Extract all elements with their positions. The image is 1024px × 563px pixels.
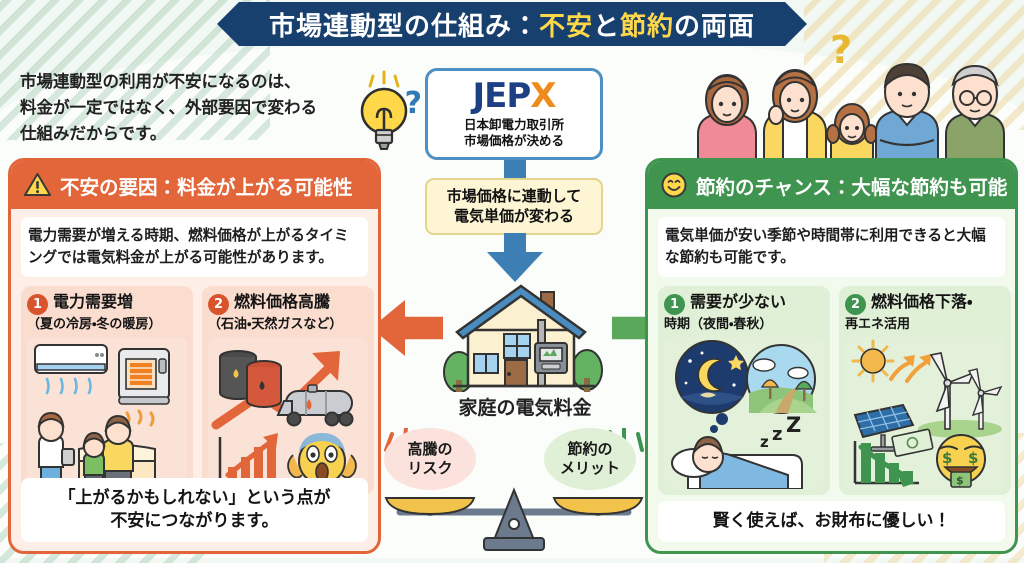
- title-highlight-anxiety: 不安: [538, 11, 593, 42]
- intro-line-1: 市場連動型の利用が不安になるのは、: [20, 72, 301, 91]
- jepx-logo-jep: JEP: [472, 76, 531, 117]
- risk-panel-footer: 「上がるかもしれない」という点が 不安につながります。: [21, 478, 368, 542]
- saving-card-renewable-badge: 2: [845, 293, 866, 315]
- saving-card-renewable-heading: 燃料価格下落・: [871, 291, 973, 311]
- lightbulb-group: ?: [346, 66, 422, 160]
- saving-card-renewable-title: 2 燃料価格下落・: [845, 291, 1005, 315]
- risk-panel-header-label: 不安の要因：料金が上がる可能性: [60, 175, 353, 199]
- intro-line-3: 仕組みだからです。: [20, 124, 167, 144]
- risk-card-fuel-sub: （石油・天然ガスなど）: [208, 316, 343, 332]
- scale-left-label: 高騰の リスク: [384, 428, 476, 490]
- jepx-subtitle-line-1: 日本卸電力取引所: [463, 117, 564, 133]
- connector-stem-top: [504, 160, 526, 180]
- saving-card-renewable-sub: 再エネ活用: [845, 316, 911, 332]
- risk-card-demand-art: [27, 337, 187, 490]
- risk-card-fuel-heading: 燃料価格高騰: [234, 291, 331, 311]
- house-icon: [443, 280, 603, 393]
- risk-card-fuel-badge: 2: [208, 293, 229, 315]
- jepx-box: JEPX 日本卸電力取引所 市場価格が決める: [425, 68, 603, 160]
- risk-footer-line-2: 不安につながります。: [110, 511, 279, 532]
- saving-card-low-demand-title: 1 需要が少ない: [664, 291, 824, 315]
- intro-paragraph: 市場連動型の利用が不安になるのは、 料金が一定ではなく、外部要因で変わる 仕組み…: [20, 69, 350, 147]
- scale-right-label: 節約の メリット: [544, 428, 636, 490]
- saving-card-low-demand: 1 需要が少ない 時期（夜間・春秋）: [658, 285, 830, 496]
- jepx-logo: JEPX: [472, 76, 556, 117]
- scale-left-line-2: リスク: [407, 459, 453, 477]
- jepx-subtitle: 日本卸電力取引所 市場価格が決める: [464, 117, 564, 148]
- svg-text:Z: Z: [786, 413, 801, 437]
- house-label: 家庭の電気料金: [458, 397, 592, 419]
- intro-line-2: 料金が一定ではなく、外部要因で変わる: [20, 98, 317, 118]
- intro-question-mark: ?: [404, 86, 422, 121]
- saving-panel-description: 電気単価が安い季節や時間帯に利用できると大幅な節約も可能です。: [658, 217, 1005, 277]
- svg-text:$: $: [942, 449, 952, 467]
- worried-family-icon: [688, 52, 1018, 163]
- svg-text:$: $: [968, 449, 978, 467]
- risk-card-demand-badge: 1: [27, 293, 48, 315]
- page-title: 市場連動型の仕組み：不安と節約の両面: [217, 2, 807, 46]
- saving-panel-header-label: 節約のチャンス：大幅な節約も可能: [696, 175, 1008, 199]
- smiley-face-icon: [661, 172, 687, 198]
- saving-card-low-demand-badge: 1: [664, 293, 685, 315]
- risk-footer-line-1: 「上がるかもしれない」という点が: [58, 488, 331, 509]
- jepx-subtitle-line-2: 市場価格が決める: [463, 133, 564, 148]
- risk-card-fuel: 2 燃料価格高騰 （石油・天然ガスなど）: [202, 285, 374, 496]
- risk-card-demand-sub: （夏の冷房・冬の暖房）: [27, 316, 162, 332]
- scale-left-line-1: 高騰の: [407, 440, 453, 459]
- down-arrow-icon: [487, 252, 543, 282]
- risk-panel-header: 不安の要因：料金が上がる可能性: [11, 161, 378, 209]
- saving-card-renewable-art: $ $ $: [845, 337, 1005, 490]
- title-highlight-saving: 節約: [620, 11, 675, 42]
- saving-card-low-demand-art: z z Z: [664, 337, 824, 490]
- connector-stem-bottom: [504, 233, 526, 255]
- linked-line-1: 市場価格に連動して: [446, 187, 582, 205]
- title-suffix: の両面: [674, 11, 756, 42]
- zzz-icon: z: [760, 433, 769, 451]
- risk-card-fuel-title: 2 燃料価格高騰: [208, 291, 368, 315]
- market-linked-box: 市場価格に連動して 電気単価が変わる: [425, 178, 603, 235]
- saving-footer-line-1: 賢く使えば、お財布に優しい！: [712, 511, 951, 532]
- warning-triangle-icon: [24, 173, 51, 196]
- scale-right-line-2: メリット: [559, 459, 620, 477]
- saving-panel: 節約のチャンス：大幅な節約も可能 電気単価が安い季節や時間帯に利用できると大幅な…: [645, 158, 1018, 554]
- risk-card-demand-title: 1 電力需要増: [27, 291, 187, 315]
- saving-cards: 1 需要が少ない 時期（夜間・春秋）: [658, 285, 1011, 496]
- linked-line-2: 電気単価が変わる: [453, 206, 574, 225]
- saving-card-low-demand-sub: 時期（夜間・春秋）: [664, 316, 773, 332]
- risk-panel: 不安の要因：料金が上がる可能性 電力需要が増える時期、燃料価格が上がるタイミング…: [8, 158, 381, 554]
- title-middle: と: [592, 11, 620, 42]
- risk-card-fuel-art: [208, 337, 368, 490]
- risk-card-demand-heading: 電力需要増: [53, 291, 134, 311]
- risk-cards: 1 電力需要増 （夏の冷房・冬の暖房）: [21, 285, 374, 496]
- saving-card-low-demand-heading: 需要が少ない: [690, 291, 787, 311]
- lightbulb-icon: [360, 70, 408, 150]
- svg-text:$: $: [956, 474, 964, 487]
- saving-card-renewable: 2 燃料価格下落・ 再エネ活用: [839, 285, 1011, 496]
- family-question-mark: ?: [830, 28, 853, 72]
- scale-right-line-1: 節約の: [567, 440, 613, 459]
- title-prefix: 市場連動型の仕組み：: [268, 11, 539, 42]
- balance-scale-icon: 高騰の リスク 節約の メリット: [378, 426, 650, 556]
- risk-card-demand: 1 電力需要増 （夏の冷房・冬の暖房）: [21, 285, 193, 496]
- saving-panel-header: 節約のチャンス：大幅な節約も可能: [648, 161, 1015, 209]
- risk-panel-description: 電力需要が増える時期、燃料価格が上がるタイミングでは電気料金が上がる可能性があり…: [21, 217, 368, 277]
- svg-text:z: z: [772, 424, 782, 445]
- jepx-logo-x: X: [530, 76, 556, 117]
- saving-panel-footer: 賢く使えば、お財布に優しい！: [658, 501, 1005, 542]
